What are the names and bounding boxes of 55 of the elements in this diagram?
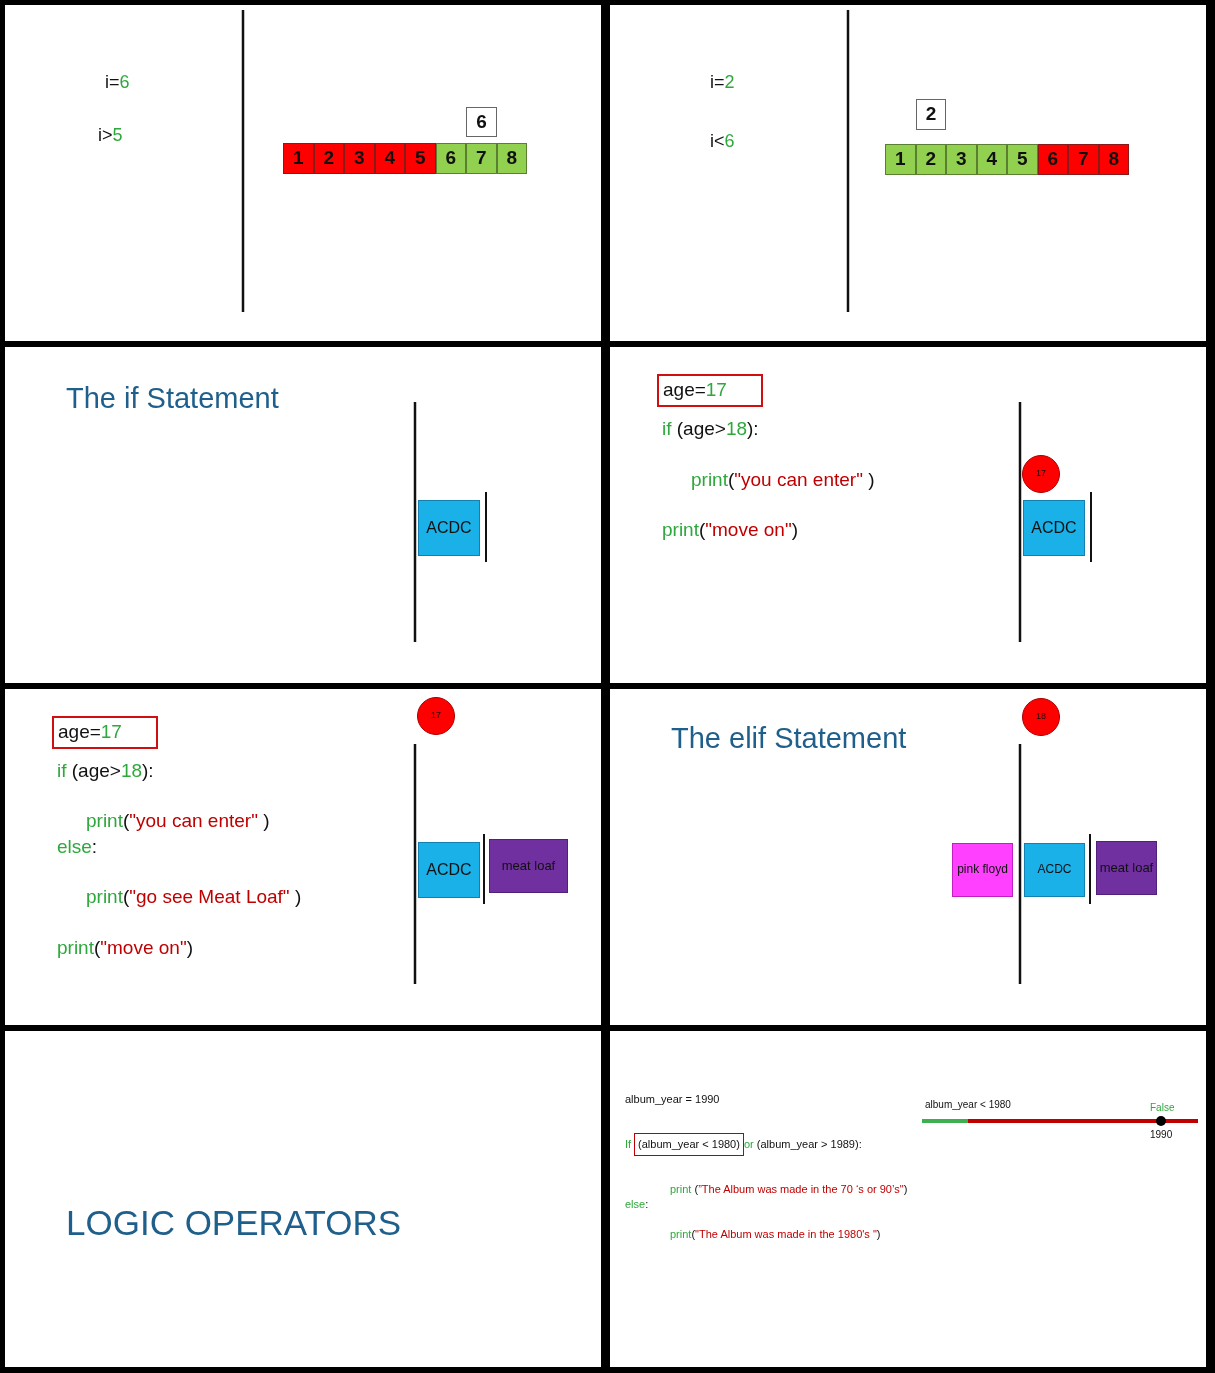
code-line: print("move on") [57, 937, 193, 959]
value-label: False [1150, 1102, 1175, 1114]
code-line: else: [57, 836, 98, 858]
highlight-box: (album_year < 1980) [634, 1133, 744, 1156]
artist-card: ACDC [1024, 843, 1085, 897]
array-cell: 7 [466, 143, 497, 174]
array-cell: 7 [1068, 144, 1099, 175]
value-label: 1990 [1150, 1129, 1173, 1141]
slide-title: The elif Statement [671, 722, 907, 756]
code-line: print("move on") [662, 519, 798, 541]
artist-card: meat loaf [1096, 841, 1157, 895]
value-badge: 17 [1022, 455, 1060, 493]
highlight-box: age=17 [52, 716, 158, 749]
array-cell: 5 [1007, 144, 1038, 175]
code-line: print("The Album was made in the 1980's ") [670, 1227, 881, 1241]
array-cell: 4 [374, 143, 405, 174]
code-line: print (”The Album was made in the 70 ‘s or 90’s") [670, 1182, 908, 1196]
slide-title: LOGIC OPERATORS [66, 1202, 402, 1244]
code-line: print("go see Meat Loaf" ) [86, 886, 302, 908]
code-line: else: [625, 1197, 649, 1211]
array-cell: 2 [313, 143, 344, 174]
slide-title: The if Statement [66, 382, 279, 416]
artist-card: ACDC [1023, 500, 1085, 556]
code-line: album_year = 1990 [625, 1092, 720, 1106]
array-cell: 1 [885, 144, 916, 175]
value-box: 6 [466, 107, 497, 137]
array-cell: 4 [976, 144, 1007, 175]
code-line: i=2 [710, 71, 735, 93]
code-line: i=6 [105, 71, 130, 93]
code-line: If [625, 1137, 632, 1151]
code-line: i>5 [98, 124, 123, 146]
code-line: i<6 [710, 130, 735, 152]
artist-card: ACDC [418, 500, 480, 556]
array-cell: 5 [405, 143, 436, 174]
array-cell: 3 [344, 143, 375, 174]
highlight-box: age=17 [657, 374, 763, 407]
array-cell: 6 [435, 143, 466, 174]
code-line: print("you can enter" ) [691, 469, 875, 491]
value-badge: 18 [1022, 698, 1060, 736]
array-cell: 8 [496, 143, 527, 174]
value-box: 2 [916, 99, 946, 130]
value-badge: 17 [417, 697, 455, 735]
array-cell: 6 [1037, 144, 1068, 175]
code-line: if (age>18): [57, 760, 154, 782]
code-line: or (album_year > 1989): [744, 1137, 862, 1151]
artist-card: ACDC [418, 842, 480, 898]
array-cell: 8 [1098, 144, 1129, 175]
artist-card: pink floyd [952, 843, 1013, 897]
array-cell: 1 [283, 143, 314, 174]
artist-card: meat loaf [489, 839, 568, 893]
axis-label: album_year < 1980 [925, 1099, 1011, 1111]
array-cell: 2 [915, 144, 946, 175]
array-cell: 3 [946, 144, 977, 175]
code-line: if (age>18): [662, 418, 759, 440]
code-line: print("you can enter" ) [86, 810, 270, 832]
